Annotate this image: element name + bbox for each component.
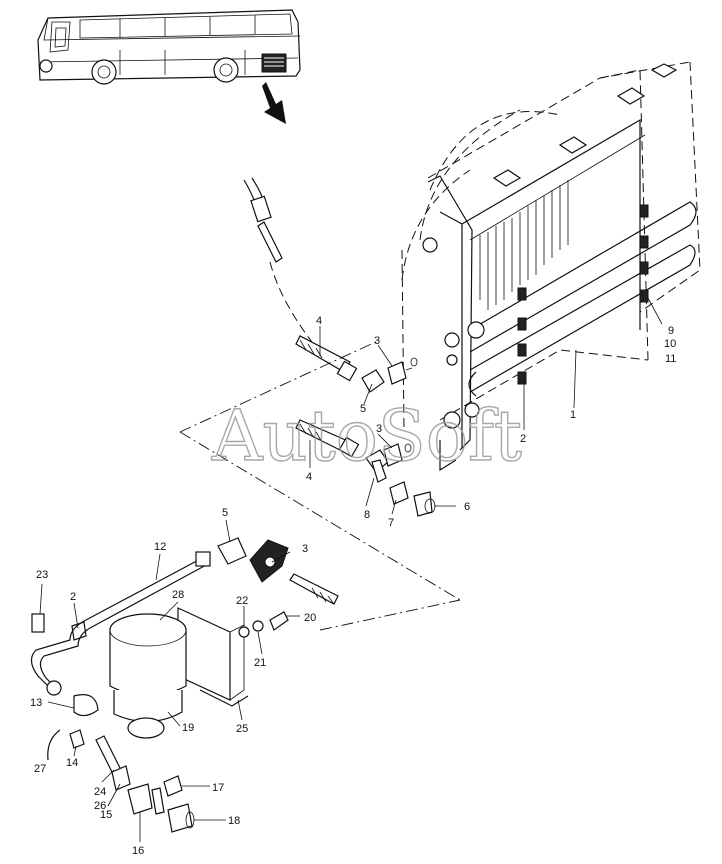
middle-fittings-assembly xyxy=(179,339,461,601)
callout-26: 26 xyxy=(94,800,106,812)
callout-5: 5 xyxy=(222,507,228,519)
callout-11: 11 xyxy=(665,353,676,365)
callout-25: 25 xyxy=(236,723,248,735)
callout-7: 7 xyxy=(388,517,394,529)
callout-4: 4 xyxy=(306,471,312,483)
callout-8: 8 xyxy=(364,509,370,521)
callout-3: 3 xyxy=(376,423,382,435)
callout-14: 14 xyxy=(66,757,78,769)
callout-1: 1 xyxy=(570,409,576,421)
location-arrow-icon xyxy=(262,82,286,124)
callout-2: 2 xyxy=(520,433,526,445)
callout-17: 17 xyxy=(212,782,224,794)
leader-lines xyxy=(39,297,663,842)
callout-23: 23 xyxy=(36,569,48,581)
callout-20: 20 xyxy=(304,612,316,624)
air-dryer-assembly xyxy=(30,537,461,833)
callout-9: 9 xyxy=(668,325,674,337)
callout-3: 3 xyxy=(302,543,308,555)
callout-3: 3 xyxy=(374,335,380,347)
callout-28: 28 xyxy=(172,589,184,601)
callout-19: 19 xyxy=(182,722,194,734)
radiator-assembly xyxy=(401,61,701,472)
callout-13: 13 xyxy=(30,697,42,709)
callout-15: 15 xyxy=(100,809,112,821)
upper-hose-assembly xyxy=(243,177,418,393)
callout-21: 21 xyxy=(254,657,266,669)
callout-labels: 1 2 2 3 3 3 4 4 5 5 6 7 8 9 10 11 12 13 … xyxy=(30,315,676,857)
callout-18: 18 xyxy=(228,815,240,827)
callout-22: 22 xyxy=(236,595,248,607)
callout-5: 5 xyxy=(360,403,366,415)
callout-24: 24 xyxy=(94,786,106,798)
callout-6: 6 xyxy=(464,501,470,513)
callout-10: 10 xyxy=(664,338,676,350)
bus-locator-illustration xyxy=(37,9,301,124)
callout-27: 27 xyxy=(34,763,46,775)
callout-16: 16 xyxy=(132,845,144,857)
callout-2: 2 xyxy=(70,591,76,603)
callout-12: 12 xyxy=(154,541,166,553)
callout-4: 4 xyxy=(316,315,322,327)
watermark-text: AutoSoft xyxy=(211,395,522,477)
